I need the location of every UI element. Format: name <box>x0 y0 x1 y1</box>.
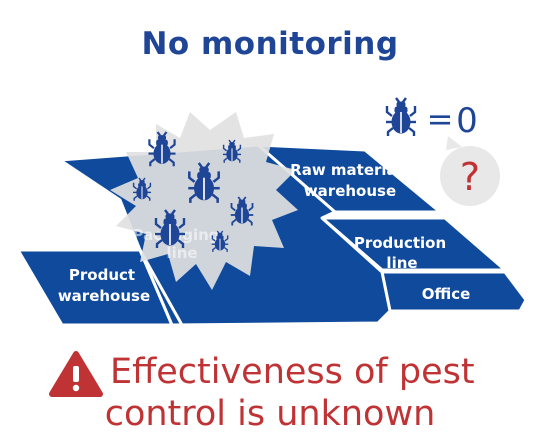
question-bubble: ? <box>440 136 500 206</box>
counter-equals: = <box>427 100 454 138</box>
question-mark: ? <box>460 155 480 199</box>
counter-bug-icon <box>384 96 418 138</box>
room-label-product-1: Product <box>69 266 135 284</box>
floor-divider <box>321 216 383 272</box>
counter-value: 0 <box>456 101 478 141</box>
room-label-raw-1: Raw material <box>290 161 402 179</box>
page-title: No monitoring <box>141 26 399 62</box>
warning-triangle-icon <box>49 351 103 397</box>
warning-line-1: Effectiveness of pest <box>110 352 475 392</box>
warning-line-2: control is unknown <box>104 394 436 434</box>
room-label-office: Office <box>422 285 471 303</box>
room-label-packaging-2: line <box>166 244 197 262</box>
room-label-product-2: warehouse <box>58 287 150 305</box>
room-label-raw-2: warehouse <box>304 182 396 200</box>
floor-divider <box>138 249 184 326</box>
room-label-production-2: line <box>386 254 417 272</box>
room-label-production-1: Production <box>354 234 446 252</box>
